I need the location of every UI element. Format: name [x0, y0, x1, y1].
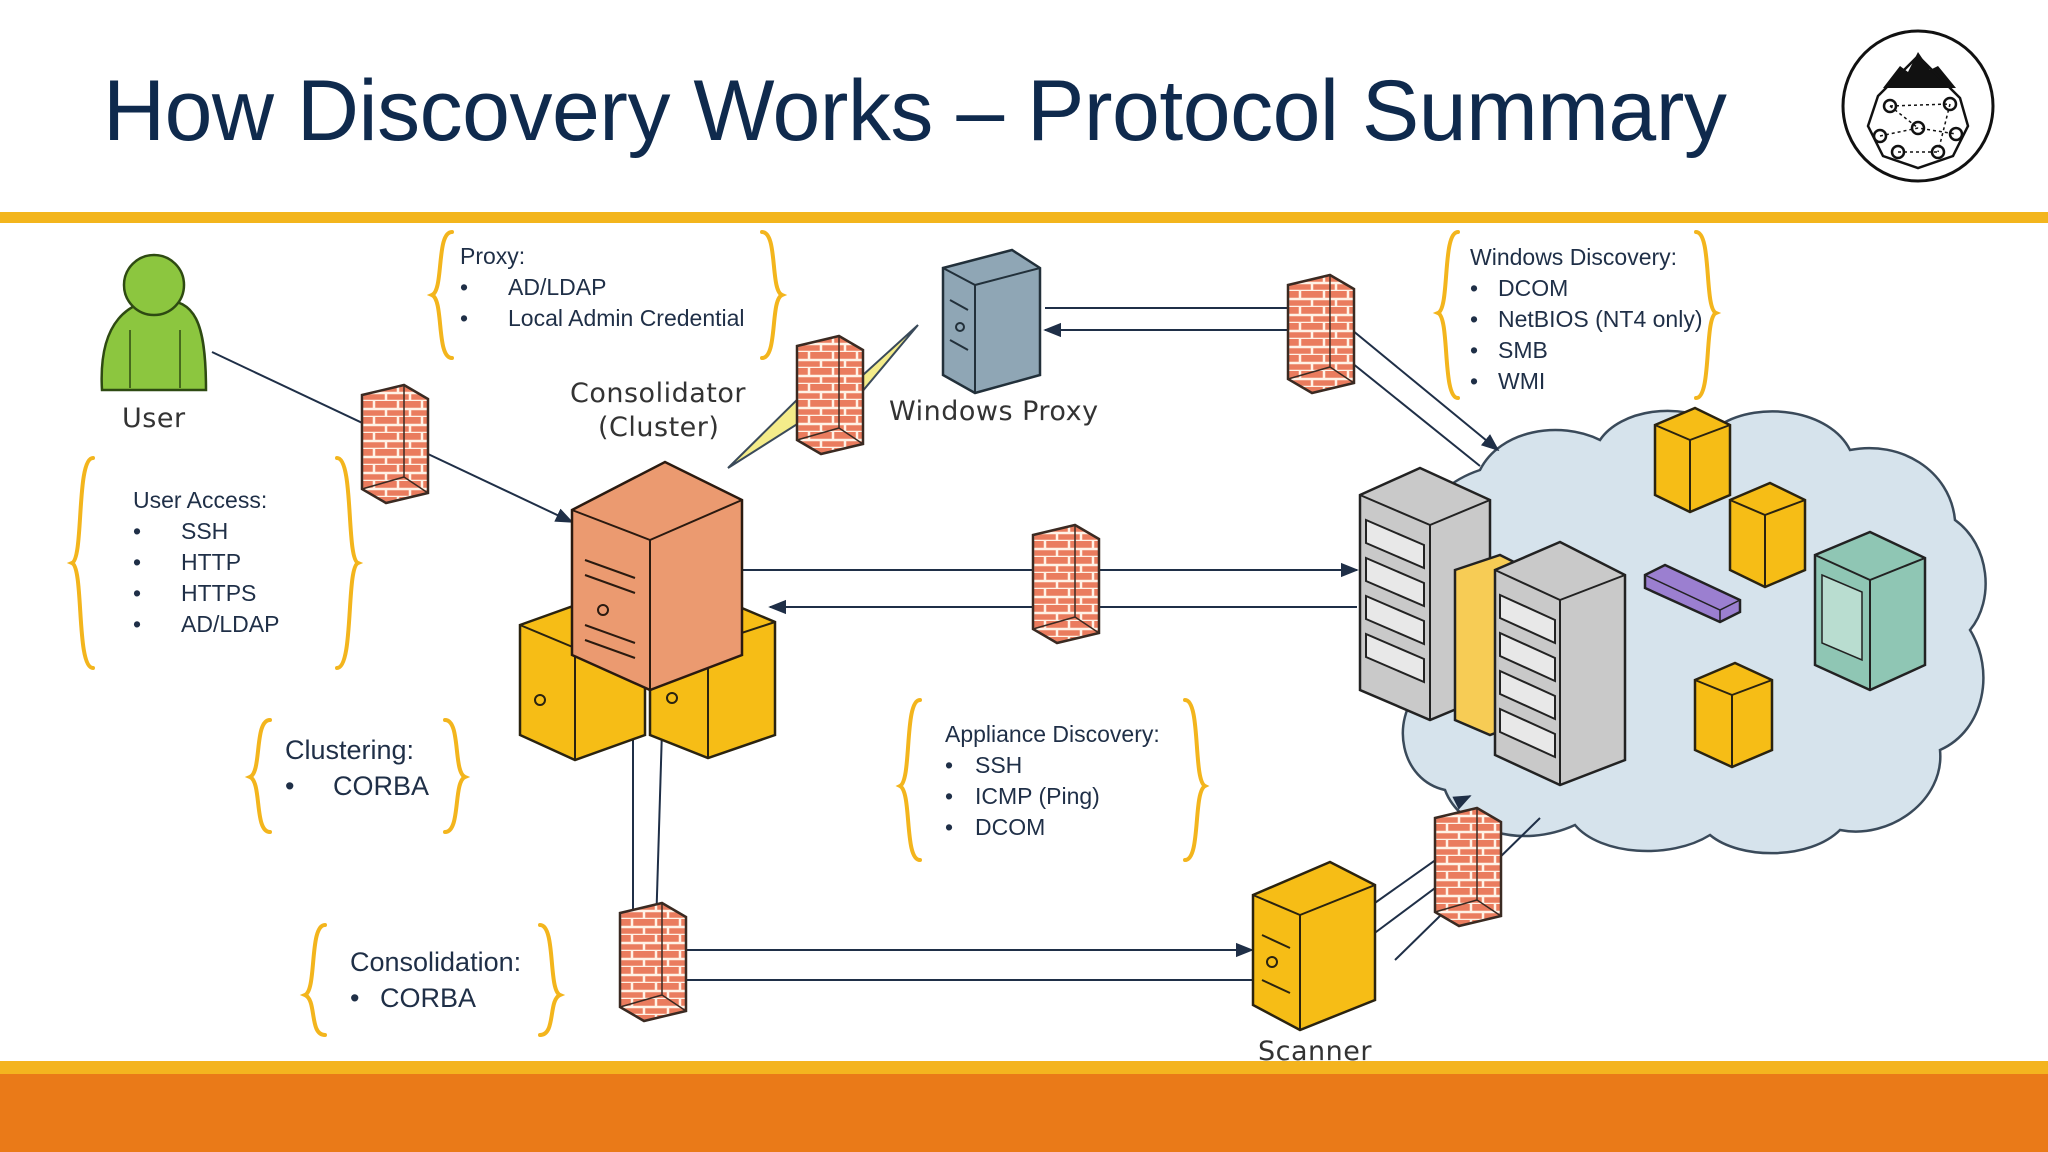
list-item: DCOM	[975, 814, 1046, 840]
rack-server-icon	[1493, 540, 1627, 787]
firewall-icon	[360, 383, 430, 505]
server-icon	[1693, 661, 1774, 769]
list-item: SSH	[975, 752, 1023, 778]
scanner-server-icon	[1251, 860, 1377, 1032]
footer-band	[0, 1061, 2048, 1152]
list-item: CORBA	[380, 983, 477, 1013]
mountain-network-logo	[1841, 29, 1995, 183]
list-item: CORBA	[333, 771, 430, 801]
windows-discovery-protocols: Windows Discovery: •DCOM •NetBIOS (NT4 o…	[1470, 244, 1703, 394]
network-switch-icon	[1643, 563, 1742, 624]
windows-proxy-label: Windows Proxy	[889, 396, 1099, 427]
firewall-icon	[795, 334, 865, 456]
server-icon	[1653, 406, 1732, 514]
slide-title: How Discovery Works – Protocol Summary	[103, 63, 1727, 159]
user-access-protocols: User Access: •SSH •HTTP •HTTPS •AD/LDAP	[133, 487, 280, 637]
consolidator-server-icon	[570, 460, 744, 692]
appliance-discovery-protocols: Appliance Discovery: •SSH •ICMP (Ping) •…	[945, 721, 1160, 840]
scanner-label: Scanner	[1258, 1036, 1372, 1067]
list-item: DCOM	[1498, 275, 1569, 301]
list-item: HTTP	[181, 549, 242, 575]
list-item: Local Admin Credential	[508, 305, 745, 331]
windows-discovery-heading: Windows Discovery:	[1470, 244, 1678, 270]
clustering-heading: Clustering:	[285, 735, 415, 765]
list-item: SMB	[1498, 337, 1548, 363]
firewall-icon	[618, 901, 688, 1023]
list-item: AD/LDAP	[181, 611, 280, 637]
firewall-icon	[1031, 523, 1101, 645]
consolidation-protocols: Consolidation: •CORBA	[350, 944, 521, 1016]
appliance-discovery-heading: Appliance Discovery:	[945, 721, 1160, 747]
proxy-heading: Proxy:	[460, 243, 526, 269]
list-item: ICMP (Ping)	[975, 783, 1100, 809]
cluster-label: (Cluster)	[598, 412, 720, 443]
user-icon	[100, 253, 208, 392]
windows-proxy-server-icon	[941, 248, 1042, 395]
user-access-heading: User Access:	[133, 487, 268, 513]
consolidator-label: Consolidator	[570, 378, 746, 409]
firewall-icon	[1433, 806, 1503, 928]
server-icon	[1728, 481, 1807, 589]
list-item: SSH	[181, 518, 229, 544]
list-item: NetBIOS (NT4 only)	[1498, 306, 1703, 332]
user-label: User	[122, 403, 186, 434]
firewall-icon	[1286, 273, 1356, 395]
consolidation-heading: Consolidation:	[350, 947, 522, 977]
proxy-protocols: Proxy: •AD/LDAP •Local Admin Credential	[460, 243, 745, 331]
clustering-protocols: Clustering: •CORBA	[285, 732, 429, 804]
mainframe-icon	[1813, 530, 1927, 692]
title-underline	[0, 212, 2048, 223]
list-item: AD/LDAP	[508, 274, 607, 300]
list-item: HTTPS	[181, 580, 257, 606]
list-item: WMI	[1498, 368, 1546, 394]
